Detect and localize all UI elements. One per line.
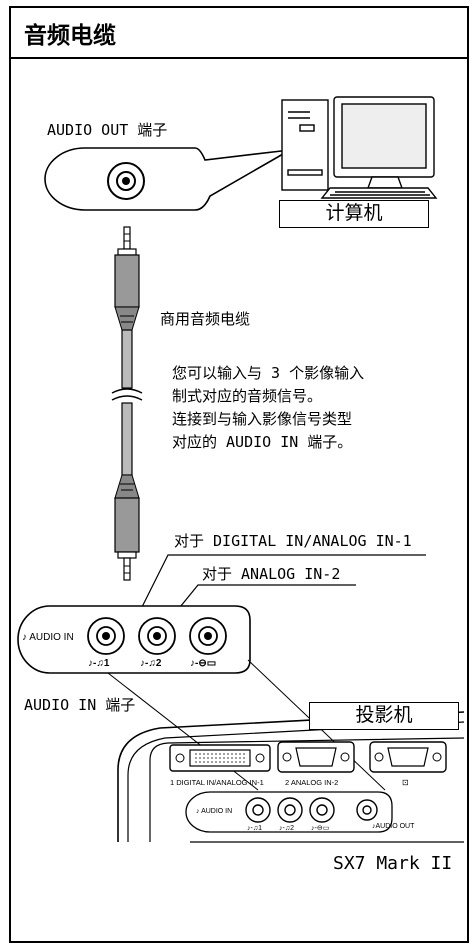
cable-label: 商用音频电缆 <box>160 310 251 328</box>
note-line: 对应的 AUDIO IN 端子。 <box>172 433 353 451</box>
audio-in-panel: ♪ AUDIO IN ♪-♫1 ♪-♫2 ♪-⊖▭ <box>17 605 251 674</box>
svg-text:♪-♫2: ♪-♫2 <box>279 825 294 832</box>
page-title: 音频电缆 <box>24 23 116 49</box>
projector-illustration: 1 DIGITAL IN/ANALOG IN-1 2 ANALOG IN-2 ⊡… <box>117 711 465 843</box>
computer-icon <box>281 96 438 199</box>
digital-in-label: 对于 DIGITAL IN/ANALOG IN-1 <box>174 532 412 550</box>
svg-text:♪-♫1: ♪-♫1 <box>88 658 110 669</box>
computer-label: 计算机 <box>279 200 429 228</box>
svg-text:♪-♫2: ♪-♫2 <box>140 658 162 669</box>
title-divider <box>9 57 469 59</box>
svg-text:♪AUDIO OUT: ♪AUDIO OUT <box>372 823 415 830</box>
audio-in-panel-label: ♪ AUDIO IN <box>22 632 74 643</box>
svg-text:1 DIGITAL IN/ANALOG IN-1: 1 DIGITAL IN/ANALOG IN-1 <box>170 778 264 787</box>
svg-text:♪-⊖▭: ♪-⊖▭ <box>190 658 216 669</box>
audio-out-port-label: AUDIO OUT 端子 <box>47 121 168 139</box>
audio-cable <box>111 226 143 581</box>
audio-in-port-label: AUDIO IN 端子 <box>24 696 136 714</box>
audio-out-callout <box>44 147 291 211</box>
svg-text:⊡: ⊡ <box>402 778 409 787</box>
audio-note: 您可以输入与 3 个影像输入 制式对应的音频信号。 连接到与输入影像信号类型 对… <box>172 362 462 454</box>
analog-in2-label: 对于 ANALOG IN-2 <box>202 565 341 583</box>
svg-text:♪-⊖▭: ♪-⊖▭ <box>311 825 329 832</box>
svg-text:♪-♫1: ♪-♫1 <box>247 825 262 832</box>
svg-text:♪ AUDIO IN: ♪ AUDIO IN <box>196 808 232 815</box>
projector-label: 投影机 <box>309 702 459 730</box>
note-line: 制式对应的音频信号。 <box>172 387 323 405</box>
svg-text:2 ANALOG IN-2: 2 ANALOG IN-2 <box>285 778 338 787</box>
input-callout-lines <box>139 554 426 613</box>
note-line: 连接到与输入影像信号类型 <box>172 410 353 428</box>
model-label: SX7 Mark II <box>333 853 453 874</box>
note-line: 您可以输入与 3 个影像输入 <box>172 364 365 382</box>
